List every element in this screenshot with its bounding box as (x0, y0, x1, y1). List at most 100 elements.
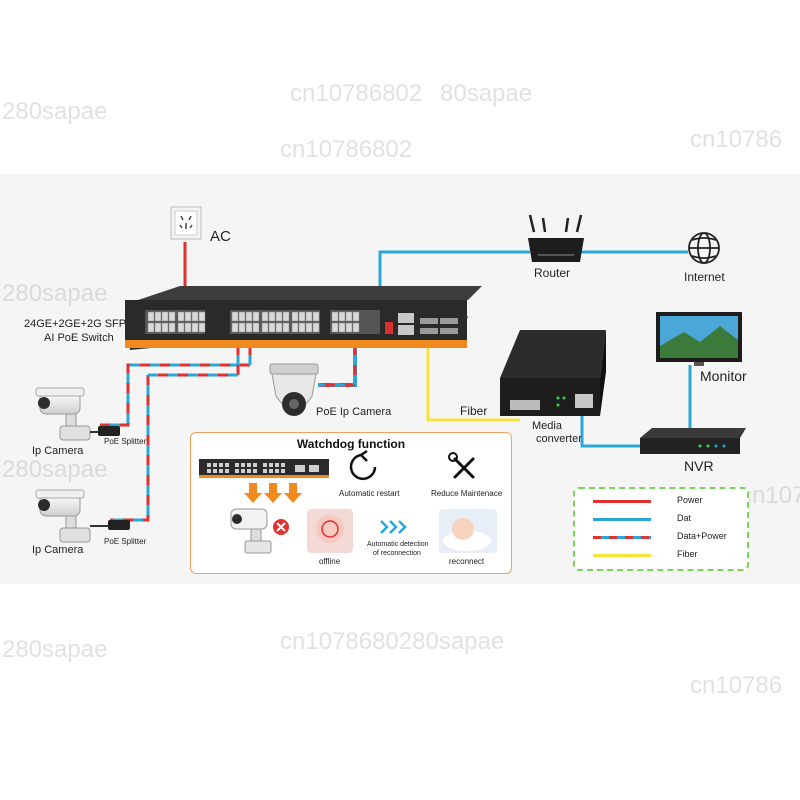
data-power-line-cam1 (100, 345, 252, 427)
switch-port (177, 311, 185, 322)
switch-port (298, 311, 306, 322)
watermark: cn1078680280sapae (280, 628, 505, 655)
data-power-line-dome (318, 345, 357, 387)
restart-icon (349, 449, 377, 481)
ac-label: AC (210, 228, 231, 245)
switch-port (147, 311, 155, 322)
poe-splitter-icon (90, 520, 130, 530)
switch-port (238, 322, 246, 333)
data-line-router (378, 250, 530, 300)
router-label: Router (534, 266, 571, 280)
auto-restart-label: Automatic restart (339, 489, 400, 498)
watermark: 280sapae (2, 280, 108, 307)
data-line-nvr (580, 410, 642, 448)
poe-camera-label: PoE Ip Camera (316, 406, 392, 418)
internet-label: Internet (684, 270, 725, 284)
legend-item: Power (593, 495, 743, 509)
bullet-camera-icon (35, 387, 91, 441)
switch-port (184, 311, 192, 322)
watermark: cn10786 (690, 672, 783, 699)
switch-port (275, 311, 283, 322)
switch-port (312, 322, 320, 333)
legend-item: Data+Power (593, 531, 743, 545)
legend-swatch (593, 536, 651, 539)
legend-label: Power (677, 495, 703, 505)
switch-port (268, 322, 276, 333)
switch-port (352, 322, 360, 333)
switch-port (331, 311, 339, 322)
switch-port (191, 311, 199, 322)
media-converter-label: Media (532, 420, 562, 432)
switch-port (231, 311, 239, 322)
camera-offline-icon (230, 508, 272, 554)
switch-port (161, 311, 169, 322)
reconnect-label: reconnect (449, 557, 485, 566)
switch-label-line1: 24GE+2GE+2G SFP (24, 318, 127, 330)
switch-port (352, 311, 360, 322)
offline-label: offline (319, 557, 341, 566)
fiber-label: Fiber (460, 404, 488, 418)
switch-port (261, 322, 269, 333)
poe-splitter-icon (90, 426, 120, 436)
switch-port (291, 322, 299, 333)
watermark: cn10786802 (280, 136, 413, 163)
poe-switch-image (125, 286, 482, 350)
legend-item: Fiber (593, 549, 743, 563)
nvr-label: NVR (684, 458, 714, 474)
globe-icon (688, 232, 720, 264)
legend-swatch (593, 518, 651, 521)
switch-port (345, 322, 353, 333)
switch-port (282, 311, 290, 322)
legend-label: Fiber (677, 549, 698, 559)
switch-port (275, 322, 283, 333)
switch-port (305, 311, 313, 322)
fiber-line (426, 345, 520, 422)
dome-camera-icon (269, 363, 319, 416)
poe-splitter-label: PoE Splitter (104, 537, 147, 546)
watermark: 280sapae (2, 636, 108, 663)
switch-port (291, 311, 299, 322)
switch-port (298, 322, 306, 333)
watchdog-title: Watchdog function (296, 437, 406, 451)
switch-port (198, 311, 206, 322)
monitor-icon (656, 312, 742, 366)
media-converter-label: converter (536, 433, 582, 445)
switch-port (331, 322, 339, 333)
ac-socket-icon (170, 206, 202, 240)
switch-port (198, 322, 206, 333)
switch-port (154, 322, 162, 333)
ip-camera-label: Ip Camera (32, 544, 84, 556)
watermark: cn10786 (690, 126, 783, 153)
down-arrow-icon (244, 483, 302, 503)
watermark: 80sapae (440, 80, 533, 107)
switch-port (177, 322, 185, 333)
switch-port (312, 311, 320, 322)
media-converter-icon (500, 330, 606, 416)
legend-label: Dat (677, 513, 692, 523)
switch-port (147, 322, 155, 333)
switch-port (252, 311, 260, 322)
switch-port (261, 311, 269, 322)
switch-port (245, 311, 253, 322)
switch-port (338, 322, 346, 333)
detection-label: Automatic detection (367, 541, 429, 548)
switch-port (184, 322, 192, 333)
ip-camera-label: Ip Camera (32, 445, 84, 457)
switch-port (231, 322, 239, 333)
detection-label: of reconnection (373, 550, 421, 557)
legend-swatch (593, 554, 651, 557)
chevrons-right-icon (380, 520, 407, 534)
reduce-maintenance-label: Reduce Maintenace (431, 489, 503, 498)
switch-port (245, 322, 253, 333)
switch-port (154, 311, 162, 322)
watermark: 280sapae (2, 98, 108, 125)
legend-swatch (593, 500, 651, 503)
poe-splitter-label: PoE Splitter (104, 437, 147, 446)
legend-item: Dat (593, 513, 743, 527)
switch-port (191, 322, 199, 333)
nvr-icon (640, 428, 746, 454)
switch-port (282, 322, 290, 333)
switch-label-line2: AI PoE Switch (44, 332, 114, 344)
